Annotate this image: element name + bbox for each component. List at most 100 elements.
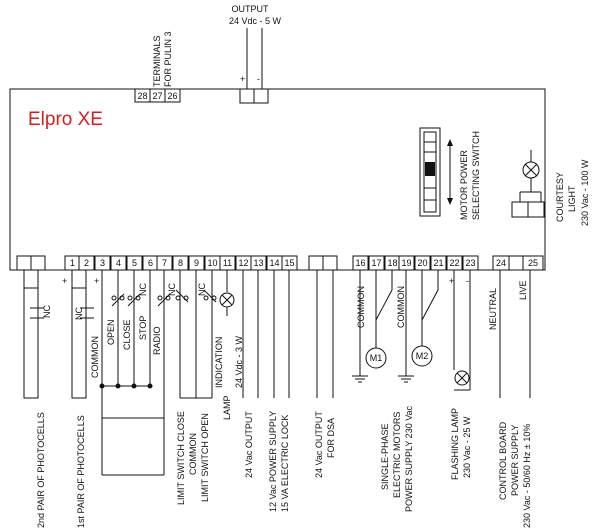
label-motors-1: SINGLE-PHASE: [380, 423, 390, 490]
terminal-number-4: 4: [116, 258, 121, 268]
motor-m2-label: M2: [416, 351, 429, 361]
terminal-unnumbered-a: [16, 255, 32, 271]
switch-contacts: [111, 289, 217, 307]
terminal-number-5: 5: [132, 258, 137, 268]
terminal-unnumbered-c: [508, 255, 524, 271]
nc-label-1: NC: [42, 305, 52, 318]
terminal-number-11: 11: [223, 258, 232, 268]
stop-label: STOP: [138, 316, 148, 340]
terminal-number-18: 18: [387, 258, 397, 268]
terminal-number-10: 10: [207, 258, 217, 268]
terminal-dsa-a: [308, 255, 324, 271]
terminal-number-1: 1: [70, 258, 75, 268]
terminal-number-13: 13: [253, 258, 263, 268]
terminal-number-7: 7: [162, 258, 167, 268]
courtesy-terminal-1: [511, 201, 529, 218]
label-flash-2: 230 Vac - 25 W: [462, 416, 472, 478]
output-plus-sign: +: [240, 74, 245, 84]
nc-label-5: NC: [197, 283, 207, 296]
label-board-3: 230 Vac - 50/60 Hz ± 10%: [522, 424, 532, 528]
label-dsa-2: FOR DSA: [326, 418, 336, 458]
terminal-number-21: 21: [433, 258, 443, 268]
flash-minus: -: [466, 276, 469, 286]
open-label: OPEN: [106, 319, 116, 345]
brand-name: Elpro XE: [28, 109, 103, 130]
label-board-1: CONTROL BOARD: [498, 421, 508, 500]
terminal-number-19: 19: [401, 258, 411, 268]
plus-sign-1: +: [62, 276, 67, 286]
label-photocells1: 1st PAIR OF PHOTOCELLS: [76, 415, 86, 528]
courtesy-terminal-2: [527, 201, 545, 218]
terminal-number-16: 16: [355, 258, 365, 268]
terminal-number-2: 2: [84, 258, 89, 268]
terminal-dsa-b: [322, 255, 338, 271]
label-lamp-1: LAMP: [222, 395, 232, 420]
terminal-number-22: 22: [449, 258, 459, 268]
motor-power-switch: [419, 127, 453, 217]
label-lamp-2: 24 Vdc - 3 W: [234, 335, 244, 388]
arrow-up-icon: [447, 139, 453, 146]
label-motors-2: ELECTRIC MOTORS: [392, 412, 402, 498]
terminal-number-8: 8: [178, 258, 183, 268]
motor-common-2: COMMON: [396, 286, 406, 328]
motor-m1-label: M1: [370, 353, 383, 363]
terminal-number-24: 24: [496, 258, 506, 268]
motor-common-1: COMMON: [356, 286, 366, 328]
nc-label-3: NC: [138, 283, 148, 296]
photocells2-loop: [23, 287, 39, 399]
label-ls-open: LIMIT SWITCH OPEN: [200, 413, 210, 502]
motor-switch-label-2: SELECTING SWITCH: [471, 131, 481, 220]
terminal-number-17: 17: [371, 258, 381, 268]
output-minus-sign: -: [257, 74, 260, 84]
motor-switch-label-1: MOTOR POWER: [459, 150, 469, 220]
label-out24: 24 Vac OUTPUT: [244, 411, 254, 478]
indication-label: INDICATION: [214, 337, 224, 388]
label-ps-2: 15 VA ELECTRIC LOCK: [280, 415, 290, 512]
terminal-number-12: 12: [238, 258, 248, 268]
terminal-number-3: 3: [100, 258, 105, 268]
pulin-label-1: TERMINALS: [152, 35, 162, 87]
terminal-number-14: 14: [269, 258, 279, 268]
terminal-unnumbered-b: [30, 255, 46, 271]
close-label: CLOSE: [122, 319, 132, 350]
radio-label: RADIO: [152, 326, 162, 355]
pulin-num-28: 28: [137, 91, 147, 101]
nc-label-4: NC: [167, 283, 177, 296]
plus-sign-2: +: [94, 276, 99, 286]
terminal-number-6: 6: [148, 258, 153, 268]
output-spec: 24 Vdc - 5 W: [229, 16, 282, 26]
flash-plus: +: [449, 276, 454, 286]
common-label: COMMON: [90, 336, 100, 378]
courtesy-label-2: LIGHT: [567, 185, 577, 212]
label-ps-1: 12 Vac POWER SUPPLY: [268, 411, 278, 512]
terminal-number-23: 23: [465, 258, 475, 268]
terminal-number-25: 25: [528, 258, 538, 268]
terminal-number-15: 15: [284, 258, 294, 268]
pulin-label-2: FOR PULIN 3: [163, 31, 173, 87]
terminal-number-9: 9: [194, 258, 199, 268]
nc-label-2: NC: [74, 307, 84, 320]
output-terminal-minus: [253, 88, 269, 104]
output-terminal-plus: [239, 88, 255, 104]
label-dsa-1: 24 Vac OUTPUT: [314, 411, 324, 478]
live-label: LIVE: [518, 280, 528, 300]
pulin-terminals: 28 27 26: [134, 88, 181, 103]
motor-m1: [365, 347, 387, 369]
courtesy-label-3: 230 Vac - 100 W: [580, 159, 590, 226]
courtesy-light: [511, 150, 545, 218]
label-ls-common: COMMON: [188, 433, 198, 475]
label-photocells2: 2nd PAIR OF PHOTOCELLS: [36, 412, 46, 528]
output-title: OUTPUT: [232, 4, 270, 14]
terminal-number-20: 20: [417, 258, 427, 268]
switch-knob: [425, 162, 435, 176]
pulin-num-27: 27: [152, 91, 162, 101]
label-flash-1: FLASHING LAMP: [450, 408, 460, 480]
courtesy-label-1: COURTESY: [555, 172, 565, 222]
arrow-down-icon: [447, 198, 453, 205]
label-ls-close: LIMIT SWITCH CLOSE: [176, 411, 186, 505]
label-motors-3: POWER SUPPLY 230 Vac: [404, 405, 414, 512]
pulin-num-26: 26: [167, 91, 177, 101]
neutral-label: NEUTRAL: [488, 288, 498, 330]
